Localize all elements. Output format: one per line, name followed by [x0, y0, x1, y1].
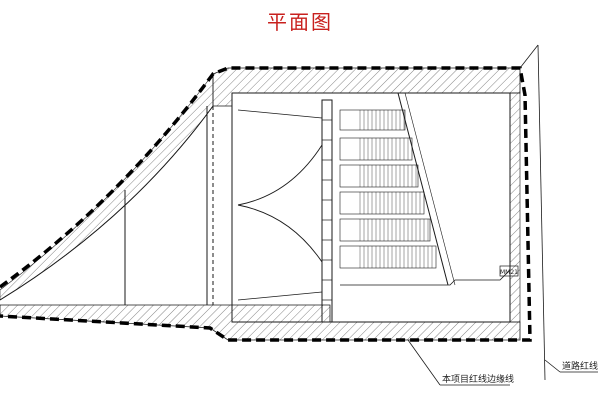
- diagonal-wall-inner: [404, 92, 456, 286]
- door-swing-arc: [237, 144, 323, 206]
- door-swing-arc: [237, 204, 323, 263]
- stair-group: [339, 109, 437, 269]
- leader-line: [407, 339, 441, 386]
- top-cut-line: [519, 44, 539, 69]
- road-red-line-label: 道路红线: [562, 360, 598, 372]
- door-leaf: [237, 109, 323, 119]
- right-wall-hatch: [509, 92, 521, 323]
- central-column: [321, 99, 333, 323]
- curved-wall-hatch: [0, 73, 214, 301]
- road-red-line: [537, 44, 546, 381]
- diagonal-wall: [397, 92, 449, 286]
- project-boundary-label: 本项目红线边缘线: [442, 373, 514, 385]
- door-tag-box: [499, 265, 519, 277]
- door-leaf: [237, 291, 323, 301]
- top-wall-hatch: [212, 67, 521, 107]
- page-title: 平面图: [267, 10, 333, 34]
- main-hall: [231, 92, 511, 323]
- door-tag: MM21: [500, 269, 518, 276]
- project-boundary-dashed: [0, 66, 532, 342]
- inner-curve: [0, 105, 214, 301]
- platform-edge: [340, 269, 511, 286]
- column-segments: [322, 119, 332, 301]
- leader-line: [544, 359, 561, 373]
- stair-treads: [359, 110, 433, 268]
